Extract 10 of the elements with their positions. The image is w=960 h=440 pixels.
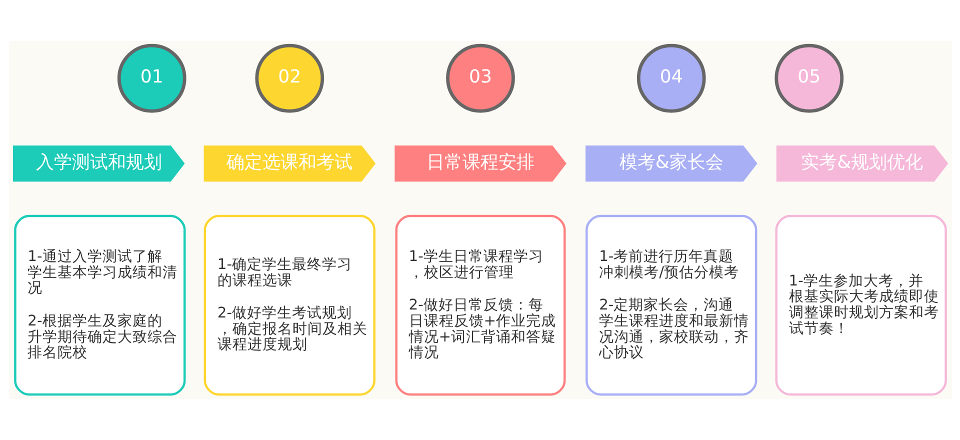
node-box: 1-学生日常课程学习，校区进行管理 2-做好日常反馈：每日课程反馈+作业完成情况+词汇背诵和答疑情况 — [394, 214, 566, 396]
node-box: 1-考前进行历年真题冲刺模考/预估分模考 2-定期家长会，沟通学生课程进度和最新情况沟通，家校联动，齐心协议 — [585, 214, 757, 396]
node-circle: 04 — [636, 44, 706, 113]
node-circle: 03 — [446, 44, 514, 113]
node-box: 1-通过入学测试了解学生基本学习成绩和清况 2-根据学生及家庭的升学期待确定大致综合排名院校 — [14, 214, 186, 396]
node-circle: 05 — [774, 44, 844, 113]
node-circle: 02 — [254, 44, 324, 113]
node-box: 1-确定学生最终学习的课程选课 2-做好学生考试规划，确定报名时间及相关课程进度规划 — [203, 214, 375, 396]
node-box: 1-学生参加大考，并根基实际大考成绩即使调整课时规划方案和考试节奏！ — [774, 214, 946, 396]
node-circle: 01 — [116, 44, 186, 113]
